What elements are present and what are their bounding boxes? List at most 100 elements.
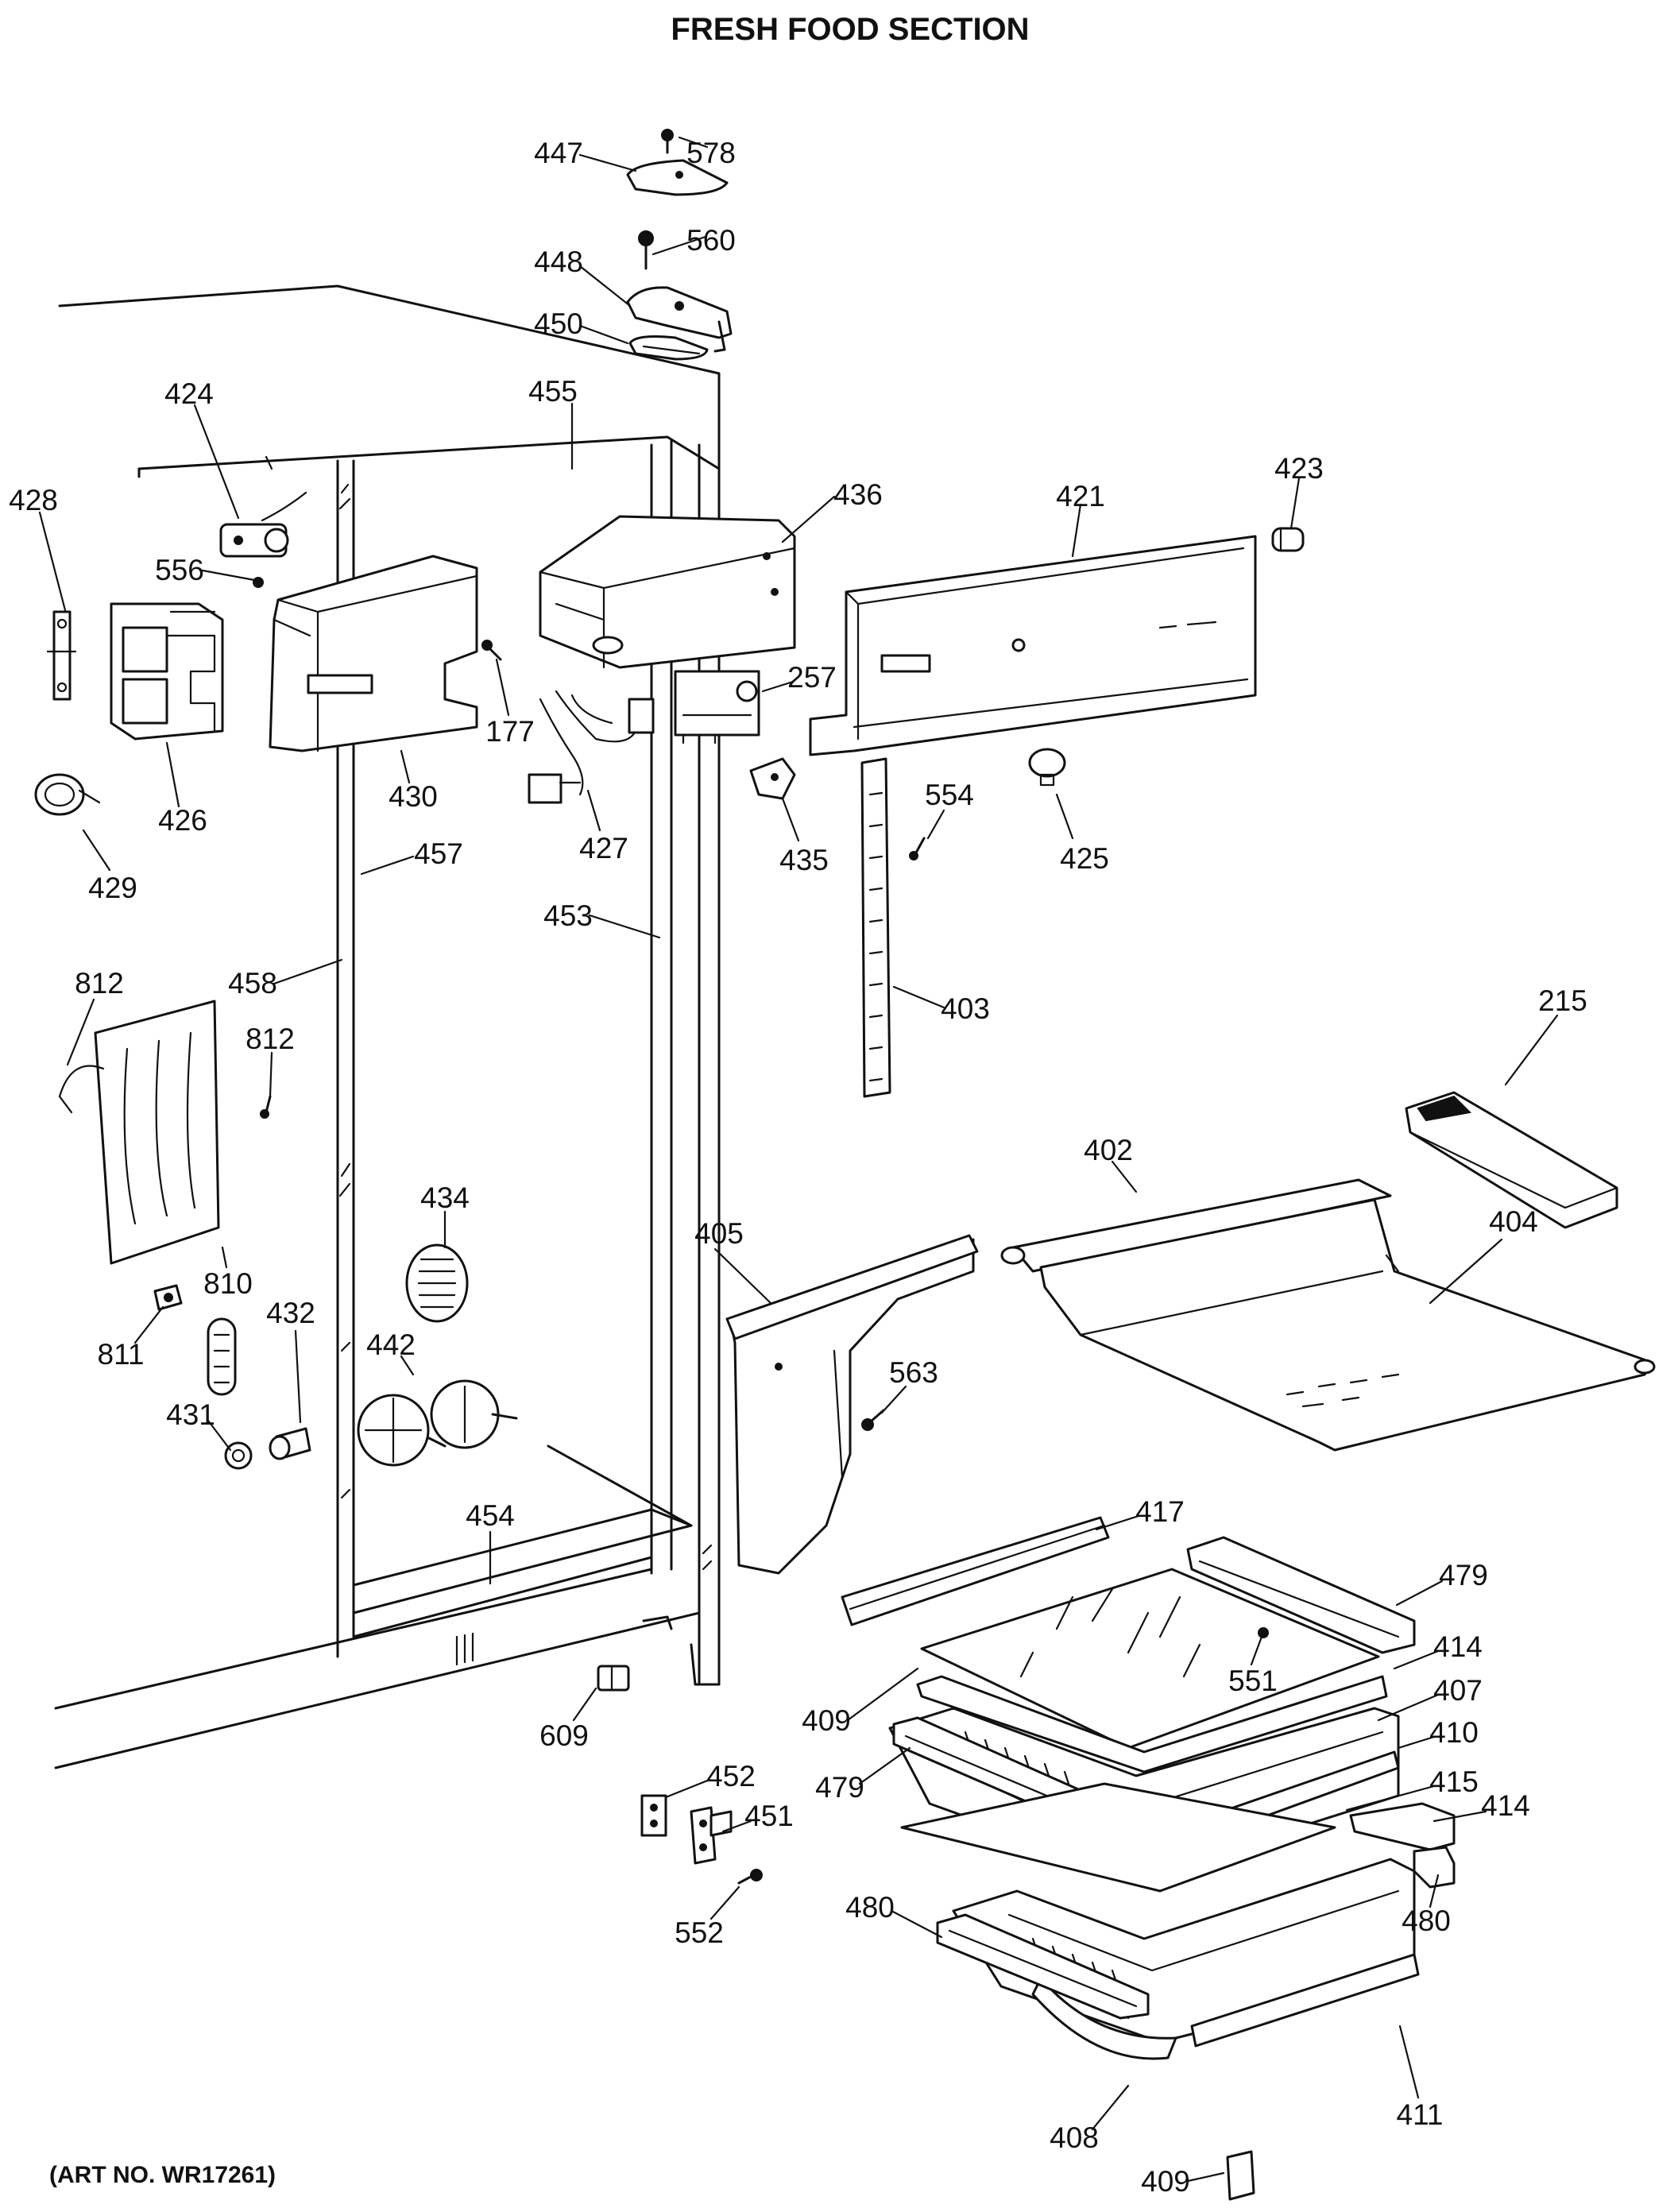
- cover-405: [725, 1234, 979, 1575]
- callout-leader-405: [713, 1247, 772, 1305]
- defrost-timer-257: [674, 670, 760, 744]
- part-label-450: 450: [534, 307, 583, 340]
- cover-slot: [207, 1317, 237, 1396]
- part-label-556: 556: [155, 554, 204, 586]
- glass-409-lower: [1226, 2150, 1255, 2201]
- damper-control-426: [110, 602, 224, 741]
- part-label-402: 402: [1084, 1134, 1133, 1166]
- diagram-title: FRESH FOOD SECTION: [671, 12, 1029, 47]
- part-label-442: 442: [366, 1328, 416, 1361]
- callout-leader-810: [221, 1246, 228, 1269]
- part-label-429: 429: [88, 872, 137, 904]
- grommet-431: [224, 1441, 253, 1470]
- part-label-609: 609: [539, 1719, 589, 1752]
- part-label-453: 453: [543, 899, 593, 932]
- rail-479-right: [1186, 1536, 1416, 1654]
- light-shield-434: [405, 1243, 469, 1323]
- rail-480-right: [1413, 1846, 1456, 1889]
- part-label-426: 426: [158, 804, 207, 837]
- crisper-glass-409: [920, 1568, 1380, 1750]
- part-label-554: 554: [925, 779, 974, 811]
- callout-leader-421: [1071, 503, 1082, 558]
- callout-leader-431: [207, 1419, 232, 1452]
- callout-leader-415: [1345, 1785, 1436, 1812]
- part-label-431: 431: [166, 1398, 215, 1431]
- callout-leader-409b: [1186, 2171, 1225, 2183]
- rail-480-left: [936, 1913, 1150, 2020]
- part-label-404: 404: [1489, 1205, 1538, 1238]
- callout-leader-447: [578, 153, 637, 172]
- callout-leader-453: [588, 914, 661, 939]
- callout-leader-452: [664, 1778, 711, 1799]
- part-label-811: 811: [98, 1338, 145, 1371]
- part-label-432: 432: [266, 1297, 315, 1329]
- part-label-552: 552: [675, 1916, 724, 1949]
- screw-552: [737, 1869, 763, 1885]
- cover-frame-411: [1190, 1953, 1420, 2048]
- hinge-448: [626, 286, 733, 353]
- callout-leader-812b: [269, 1051, 273, 1098]
- part-label-448: 448: [534, 246, 583, 278]
- callout-leader-436: [781, 495, 836, 543]
- art-number: (ART NO. WR17261): [49, 2162, 276, 2188]
- part-label-436: 436: [833, 478, 883, 511]
- callout-leader-480b: [1429, 1874, 1440, 1908]
- part-label-409b: 409: [1141, 2165, 1190, 2198]
- part-label-215: 215: [1538, 984, 1587, 1017]
- thermostat-429: [34, 773, 101, 816]
- part-label-435: 435: [779, 844, 829, 876]
- callout-leader-458: [273, 958, 343, 985]
- part-label-434: 434: [420, 1181, 470, 1214]
- part-label-428: 428: [9, 484, 58, 516]
- light-bulb-425: [1028, 748, 1066, 787]
- callout-leader-554: [926, 809, 945, 840]
- fan-shroud-430: [269, 555, 478, 752]
- part-label-479: 479: [1439, 1559, 1488, 1591]
- callout-leader-411: [1398, 2024, 1420, 2099]
- part-label-414b: 414: [1481, 1789, 1530, 1822]
- shim-450: [628, 335, 709, 361]
- part-label-451: 451: [744, 1800, 794, 1832]
- part-label-410: 410: [1429, 1716, 1479, 1749]
- part-label-480b: 480: [1402, 1905, 1451, 1937]
- part-label-458: 458: [228, 967, 277, 1000]
- part-label-408: 408: [1050, 2121, 1099, 2154]
- part-label-425: 425: [1060, 842, 1109, 875]
- callout-leader-403: [892, 985, 945, 1009]
- callout-leader-425: [1055, 793, 1074, 840]
- callout-leader-414: [1393, 1649, 1440, 1670]
- callout-leader-811: [133, 1305, 164, 1344]
- bracket-428: [46, 610, 77, 701]
- part-label-812b: 812: [246, 1023, 295, 1055]
- part-label-551: 551: [1228, 1665, 1278, 1697]
- callout-leader-427: [586, 789, 601, 832]
- callout-leader-426: [165, 741, 180, 808]
- callout-leader-423: [1289, 477, 1301, 530]
- part-label-411: 411: [1397, 2098, 1444, 2131]
- callout-leader-560: [651, 235, 707, 256]
- light-socket-435: [749, 757, 796, 800]
- part-label-257: 257: [787, 661, 837, 694]
- light-lens-432: [269, 1427, 311, 1460]
- part-label-812: 812: [75, 967, 124, 1000]
- callout-leader-417: [1095, 1514, 1140, 1531]
- callout-leader-552: [709, 1885, 740, 1920]
- shim-452: [640, 1794, 667, 1837]
- knob-423: [1271, 527, 1305, 552]
- callout-leader-410: [1397, 1735, 1436, 1750]
- screw-551: [1258, 1627, 1269, 1638]
- screw-554: [909, 837, 926, 860]
- heater-810: [58, 1000, 220, 1265]
- callout-leader-451: [721, 1819, 752, 1833]
- screw-556: [253, 577, 264, 588]
- wiring-harness-427: [528, 690, 655, 804]
- callout-leader-479b: [858, 1746, 911, 1785]
- callout-leader-430: [400, 749, 411, 784]
- cover-414-lower: [1349, 1802, 1456, 1851]
- control-panel-421: [809, 535, 1257, 756]
- callout-leader-414b: [1432, 1810, 1487, 1823]
- crisper-cover-414: [916, 1675, 1388, 1773]
- fan-motor-424: [219, 491, 307, 558]
- shelf-402-404: [1000, 1178, 1656, 1452]
